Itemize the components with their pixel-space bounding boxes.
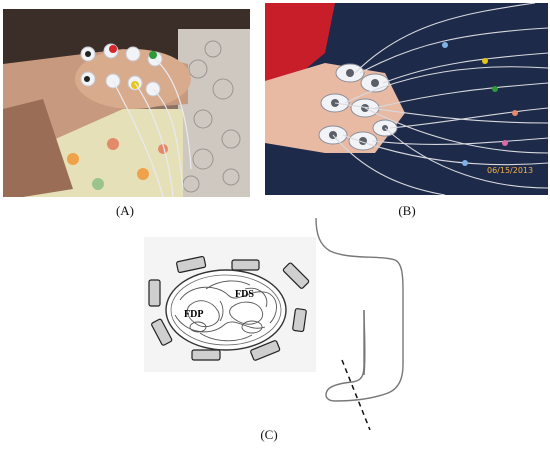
arm-outline <box>315 217 404 402</box>
label-fdp: FDP <box>184 309 203 320</box>
hand-electrodes-illustration <box>3 9 250 197</box>
caption-panel-a: (A) <box>115 203 135 218</box>
label-fds: FDS <box>235 289 254 300</box>
photo-forearm-electrodes: 06/15/2013 <box>265 3 548 195</box>
muscle-sketch <box>174 280 277 342</box>
forearm-outline <box>165 269 287 351</box>
caption-panel-b: (B) <box>398 203 416 218</box>
forearm-electrodes-illustration: 06/15/2013 <box>265 3 548 195</box>
caption-panel-c: (C) <box>260 427 278 442</box>
cut-line <box>341 359 371 430</box>
panel-c-diagram: FDS FDP <box>144 217 404 430</box>
date-stamp: 06/15/2013 <box>487 166 533 175</box>
photo-hand-electrodes <box>3 9 250 197</box>
electrode-rectangles <box>148 255 310 361</box>
